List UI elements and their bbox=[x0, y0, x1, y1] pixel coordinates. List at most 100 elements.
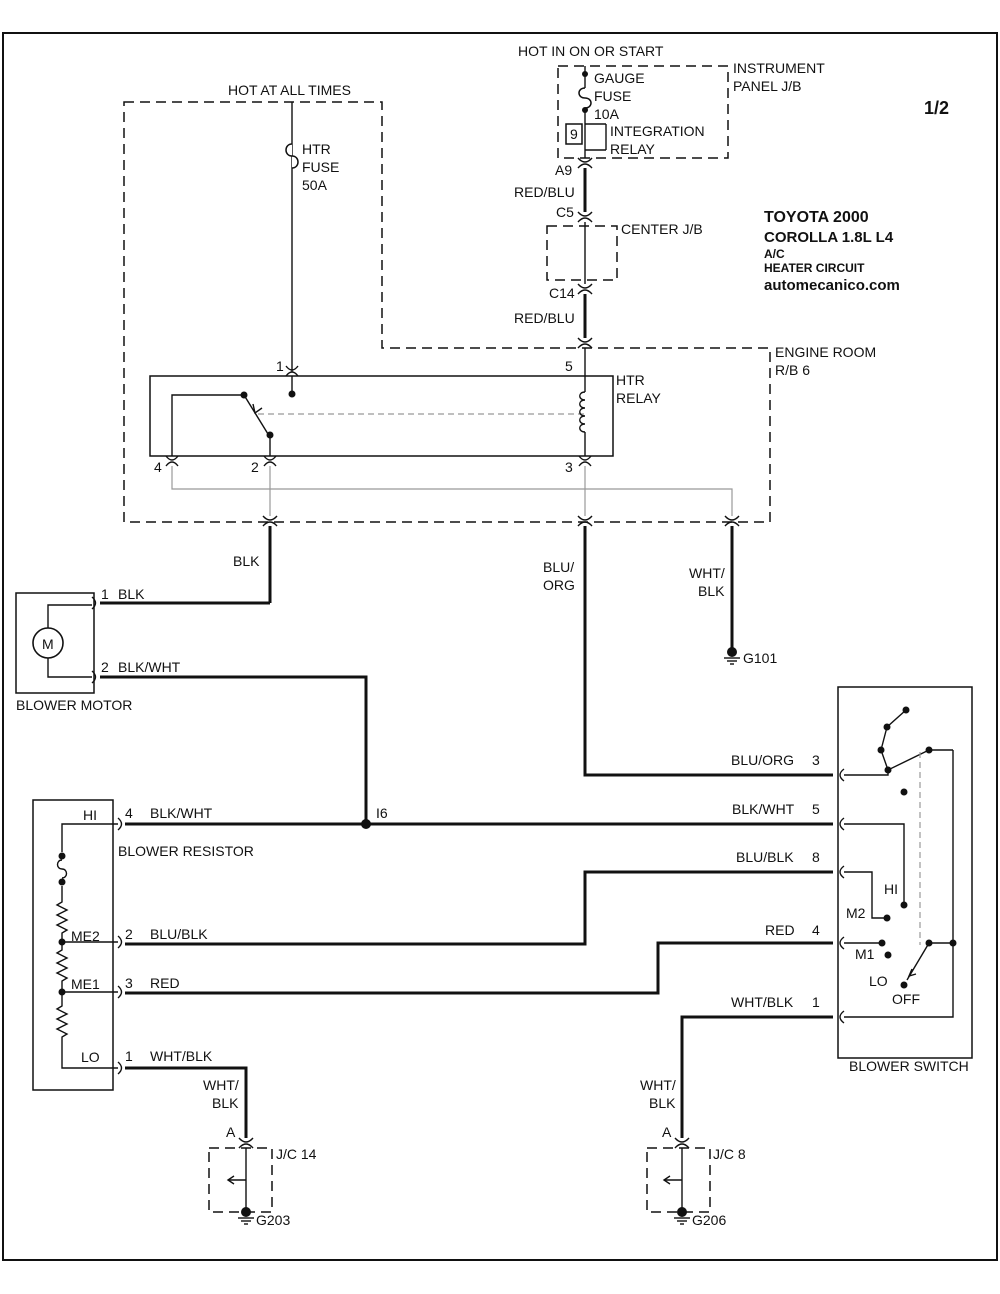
rb-connector-wht-blk bbox=[724, 515, 740, 527]
svg-text:RELAY: RELAY bbox=[616, 390, 662, 406]
relay-pin-2-label: 2 bbox=[251, 459, 259, 475]
ground-g206-symbol bbox=[674, 1217, 690, 1225]
splice-i6-label: I6 bbox=[376, 805, 388, 821]
title-model: COROLLA 1.8L L4 bbox=[764, 229, 894, 246]
page-number: 1/2 bbox=[924, 98, 949, 118]
switch-pin-1-connector bbox=[839, 1010, 845, 1024]
switch-pin-8-label: 8 bbox=[812, 849, 820, 865]
htr-relay-label: HTR RELAY bbox=[616, 372, 662, 406]
switch-pin-1-wire-label: WHT/BLK bbox=[731, 994, 794, 1010]
jc14-connector bbox=[238, 1137, 254, 1149]
hot-in-on-or-start-label: HOT IN ON OR START bbox=[518, 43, 664, 59]
resistor-pin-3-connector bbox=[117, 985, 123, 999]
switch-pin-8-connector bbox=[839, 865, 845, 879]
ground-g203-dot bbox=[241, 1207, 251, 1217]
switch-pin-5-connector bbox=[839, 817, 845, 831]
htr-relay-box bbox=[149, 375, 614, 457]
connector-a9 bbox=[577, 157, 593, 169]
ground-g101-symbol bbox=[724, 657, 740, 665]
switch-position-off: OFF bbox=[892, 991, 920, 1007]
wire-wht-blk-g101-label: WHT/ BLK bbox=[689, 565, 725, 599]
wire-blk-motor-label: BLK bbox=[233, 553, 260, 569]
svg-text:INTEGRATION: INTEGRATION bbox=[610, 123, 705, 139]
motor-pin-2-wire-label: BLK/WHT bbox=[118, 659, 181, 675]
jc14-label: J/C 14 bbox=[276, 1146, 317, 1162]
wire-wht-blk-switch bbox=[680, 1015, 833, 1138]
resistor-pin-1-label: 1 bbox=[125, 1048, 133, 1064]
wire-red bbox=[125, 941, 833, 995]
jc14-pin-label: A bbox=[226, 1124, 236, 1140]
svg-text:WHT/: WHT/ bbox=[203, 1077, 239, 1093]
ground-g206-dot bbox=[677, 1207, 687, 1217]
wire-red-blu-upper-label: RED/BLU bbox=[514, 184, 575, 200]
wire-wht-blk-jc14-label: WHT/ BLK bbox=[203, 1077, 239, 1111]
hot-at-all-times-label: HOT AT ALL TIMES bbox=[228, 82, 351, 98]
gauge-fuse-label: GAUGE FUSE 10A bbox=[594, 70, 645, 122]
connector-c5 bbox=[577, 211, 593, 223]
switch-pin-4-wire-label: RED bbox=[765, 922, 795, 938]
resistor-internal-wiring bbox=[61, 823, 118, 852]
motor-pin-2-label: 2 bbox=[101, 659, 109, 675]
motor-pin-1-connector bbox=[91, 596, 97, 610]
title-system: A/C bbox=[764, 247, 785, 261]
switch-pin-5-label: 5 bbox=[812, 801, 820, 817]
svg-text:WHT/: WHT/ bbox=[689, 565, 725, 581]
blower-motor-label: BLOWER MOTOR bbox=[16, 697, 132, 713]
svg-text:BLK: BLK bbox=[212, 1095, 239, 1111]
relay-pin-4-label: 4 bbox=[154, 459, 162, 475]
wire-blu-org-label: BLU/ ORG bbox=[543, 559, 575, 593]
svg-text:HTR: HTR bbox=[302, 141, 331, 157]
gauge-fuse-symbol bbox=[578, 87, 592, 109]
wire-blu-org bbox=[583, 526, 833, 777]
relay-switch-arm bbox=[243, 394, 269, 435]
relay-pin-5-label: 5 bbox=[565, 358, 573, 374]
svg-text:HTR: HTR bbox=[616, 372, 645, 388]
relay-pin-5-connector bbox=[577, 337, 593, 349]
ground-g206-label: G206 bbox=[692, 1212, 726, 1228]
switch-pin-3-connector bbox=[839, 768, 845, 782]
resistor-pin-4-connector bbox=[117, 817, 123, 831]
resistor-tap-me2: ME2 bbox=[71, 928, 100, 944]
jc8-pin-label: A bbox=[662, 1124, 672, 1140]
title-circuit: HEATER CIRCUIT bbox=[764, 261, 865, 275]
switch-upper-wiring bbox=[844, 770, 889, 776]
svg-text:PANEL J/B: PANEL J/B bbox=[733, 78, 801, 94]
svg-text:BLK: BLK bbox=[649, 1095, 676, 1111]
wire-wht-blk-jc8-label: WHT/ BLK bbox=[640, 1077, 676, 1111]
relay-pin-4-connector bbox=[165, 455, 179, 467]
blower-switch-label: BLOWER SWITCH bbox=[849, 1058, 969, 1074]
motor-pin-2-connector bbox=[91, 670, 97, 684]
resistor-element-lower bbox=[55, 992, 118, 1069]
svg-text:INSTRUMENT: INSTRUMENT bbox=[733, 60, 825, 76]
connector-c14-label: C14 bbox=[549, 285, 575, 301]
motor-symbol-letter: M bbox=[42, 636, 54, 652]
connector-a9-label: A9 bbox=[555, 162, 572, 178]
rb-ground-bus bbox=[171, 466, 733, 516]
blower-resistor-label: BLOWER RESISTOR bbox=[118, 843, 254, 859]
wire-red-blu-lower-label: RED/BLU bbox=[514, 310, 575, 326]
relay-pin-2-connector bbox=[263, 455, 277, 467]
ground-g101-label: G101 bbox=[743, 650, 777, 666]
page-frame bbox=[2, 32, 998, 1261]
switch-pin-5-wire-label: BLK/WHT bbox=[732, 801, 795, 817]
integration-relay-box bbox=[565, 123, 583, 145]
wire-wht-blk-resistor bbox=[125, 1066, 248, 1138]
relay-coil bbox=[579, 391, 586, 433]
integration-relay-pin: 9 bbox=[570, 126, 578, 142]
center-jb-boundary bbox=[546, 225, 618, 281]
resistor-tap-lo: LO bbox=[81, 1049, 100, 1065]
rb-connector-blk bbox=[262, 515, 278, 527]
svg-text:50A: 50A bbox=[302, 177, 328, 193]
motor-pin-1-wire-label: BLK bbox=[118, 586, 145, 602]
svg-text:FUSE: FUSE bbox=[594, 88, 631, 104]
ground-g203-label: G203 bbox=[256, 1212, 290, 1228]
svg-text:ORG: ORG bbox=[543, 577, 575, 593]
svg-text:FUSE: FUSE bbox=[302, 159, 339, 175]
relay-pin-1-connector bbox=[285, 365, 299, 377]
jc8-connector bbox=[674, 1137, 690, 1149]
switch-position-m2: M2 bbox=[846, 905, 866, 921]
relay-pin-3-connector bbox=[578, 455, 592, 467]
relay-pin-1-label: 1 bbox=[276, 358, 284, 374]
jc8-label: J/C 8 bbox=[713, 1146, 746, 1162]
